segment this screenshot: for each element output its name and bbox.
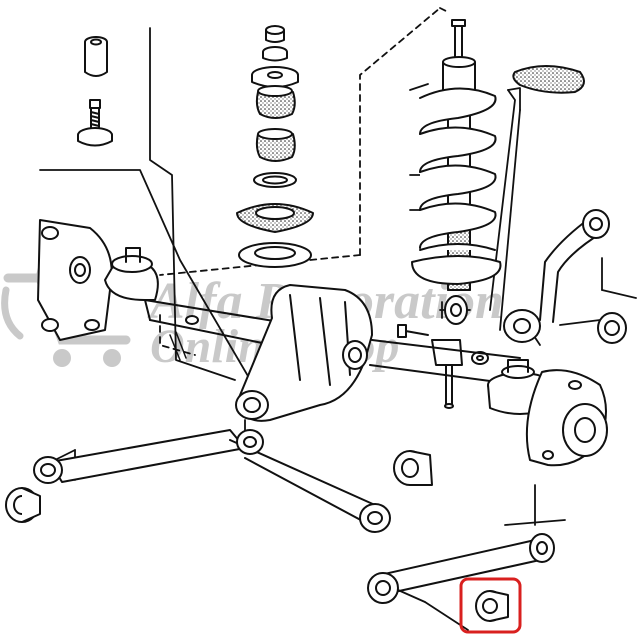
lower-link xyxy=(367,533,555,604)
leader-lines xyxy=(34,7,637,631)
highlighted-bushing xyxy=(475,590,509,622)
rubber-bump-stop xyxy=(512,65,585,94)
bushing xyxy=(597,312,627,344)
bushing xyxy=(5,487,41,523)
top-mount-stack xyxy=(236,25,314,268)
highlight-box xyxy=(459,577,522,634)
coil-spring-shock-absorber xyxy=(411,19,502,325)
body-mount-bracket xyxy=(37,219,113,341)
lower-control-arm xyxy=(33,429,391,533)
lateral-link xyxy=(503,209,610,343)
sleeve-bushing xyxy=(84,36,108,77)
rear-axle xyxy=(104,247,608,467)
bolt xyxy=(77,99,113,147)
bushing xyxy=(393,450,433,486)
shock-lower-bracket xyxy=(397,324,489,409)
